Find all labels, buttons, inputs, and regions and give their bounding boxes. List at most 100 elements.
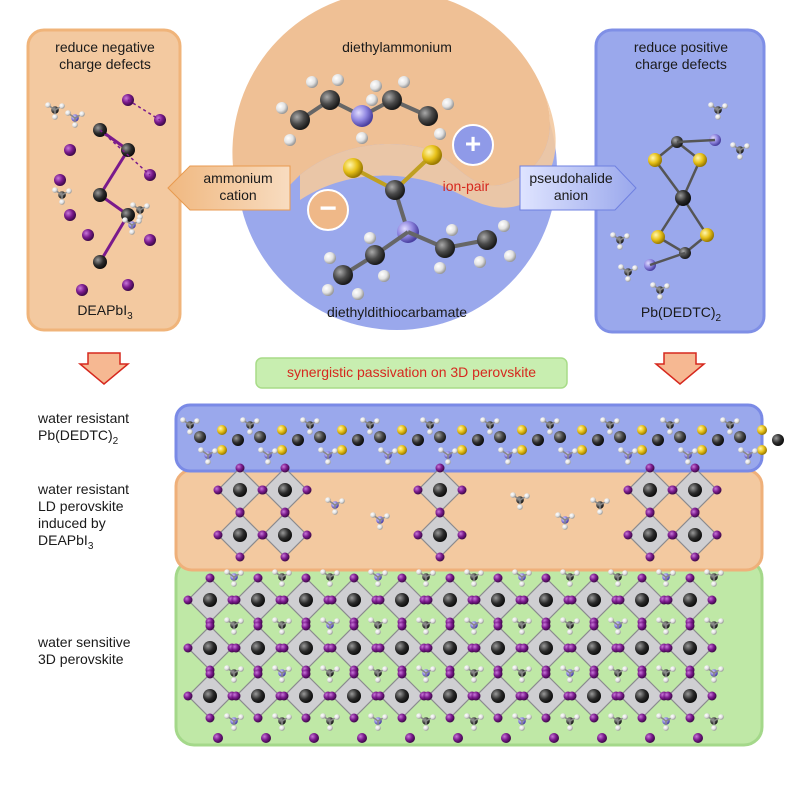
sulfur-atom bbox=[337, 425, 347, 435]
hydrogen-atom bbox=[727, 429, 733, 435]
iodide-atom bbox=[645, 508, 655, 518]
hydrogen-atom bbox=[715, 114, 721, 120]
iodide-atom bbox=[712, 485, 722, 495]
iodide-atom bbox=[623, 485, 633, 495]
hydrogen-atom bbox=[650, 282, 656, 288]
hydrogen-atom bbox=[524, 493, 530, 499]
hydrogen-atom bbox=[670, 714, 676, 720]
lead-atom bbox=[443, 641, 457, 655]
hydrogen-atom bbox=[66, 188, 72, 194]
hydrogen-atom bbox=[704, 617, 710, 623]
hydrogen-atom bbox=[608, 665, 614, 671]
hydrogen-atom bbox=[512, 713, 518, 719]
hydrogen-atom bbox=[384, 513, 390, 519]
iodide-atom bbox=[541, 713, 551, 723]
lead-atom bbox=[643, 528, 657, 542]
hydrogen-atom bbox=[526, 714, 532, 720]
carbon-atom bbox=[614, 431, 626, 443]
hydrogen-atom bbox=[670, 666, 676, 672]
lead-atom bbox=[299, 641, 313, 655]
iodide-atom bbox=[375, 595, 385, 605]
iodide-atom bbox=[423, 595, 433, 605]
lead-atom bbox=[278, 483, 292, 497]
lead-atom bbox=[251, 593, 265, 607]
hydrogen-atom bbox=[368, 617, 374, 623]
hydrogen-atom bbox=[52, 114, 58, 120]
hydrogen-atom bbox=[674, 418, 680, 424]
hydrogen-atom bbox=[622, 570, 628, 576]
hydrogen-atom bbox=[272, 713, 278, 719]
lead-atom bbox=[203, 641, 217, 655]
hydrogen-atom bbox=[136, 218, 142, 224]
hydrogen-atom bbox=[144, 203, 150, 209]
left-panel-title-line1: reduce negative bbox=[55, 39, 155, 55]
lead-atom bbox=[443, 689, 457, 703]
iodide-atom bbox=[213, 530, 223, 540]
hydrogen-atom bbox=[590, 497, 596, 503]
lead-atom bbox=[93, 255, 107, 269]
hydrogen-atom bbox=[420, 417, 426, 423]
iodide-atom bbox=[435, 463, 445, 473]
hydrogen-atom bbox=[560, 617, 566, 623]
hydrogen-atom bbox=[478, 618, 484, 624]
hydrogen-atom bbox=[52, 187, 58, 193]
iodide-atom bbox=[183, 643, 193, 653]
hydrogen-atom bbox=[327, 677, 333, 683]
sulfur-atom bbox=[217, 425, 227, 435]
sulfur-atom bbox=[697, 425, 707, 435]
hydrogen-atom bbox=[711, 677, 717, 683]
lead-atom bbox=[472, 434, 484, 446]
iodide-atom bbox=[349, 573, 359, 583]
ion-pair-label: ion-pair bbox=[442, 178, 490, 194]
iodide-atom bbox=[693, 733, 703, 743]
iodide-atom bbox=[213, 485, 223, 495]
iodide-atom bbox=[327, 643, 337, 653]
right-panel-title: reduce positive charge defects bbox=[598, 39, 764, 73]
lead-atom bbox=[683, 641, 697, 655]
lead-atom bbox=[491, 641, 505, 655]
hydrogen-atom bbox=[325, 459, 331, 465]
right-arrow-line1: pseudohalide bbox=[529, 170, 613, 186]
hydrogen-atom bbox=[300, 417, 306, 423]
molecule-graphics bbox=[45, 74, 784, 743]
bond bbox=[99, 129, 151, 176]
iodide-atom bbox=[567, 691, 577, 701]
hydrogen-atom bbox=[286, 714, 292, 720]
hydrogen-atom bbox=[663, 725, 669, 731]
hydrogen-atom bbox=[615, 629, 621, 635]
iodide-atom bbox=[231, 643, 241, 653]
hydrogen-atom bbox=[430, 570, 436, 576]
hydrogen-atom bbox=[555, 512, 561, 518]
hydrogen-atom bbox=[370, 512, 376, 518]
iodide-atom bbox=[519, 691, 529, 701]
lead-atom bbox=[643, 483, 657, 497]
hydrogen-atom bbox=[624, 233, 630, 239]
hydrogen-atom bbox=[519, 677, 525, 683]
nitrogen-atom bbox=[351, 105, 373, 127]
hydrogen-atom bbox=[560, 569, 566, 575]
carbon-atom bbox=[477, 230, 497, 250]
iodide-atom bbox=[205, 573, 215, 583]
lead-atom bbox=[203, 689, 217, 703]
iodide-atom bbox=[327, 691, 337, 701]
hydrogen-atom bbox=[198, 447, 204, 453]
iodide-atom bbox=[589, 713, 599, 723]
hydrogen-atom bbox=[254, 418, 260, 424]
hydrogen-atom bbox=[59, 199, 65, 205]
lead-atom bbox=[292, 434, 304, 446]
bottom-layer-line1: water sensitive bbox=[38, 634, 131, 650]
hydrogen-atom bbox=[610, 232, 616, 238]
carbon-atom bbox=[734, 431, 746, 443]
iodide-atom bbox=[690, 508, 700, 518]
hydrogen-atom bbox=[231, 725, 237, 731]
lead-atom bbox=[635, 641, 649, 655]
lead-atom bbox=[395, 689, 409, 703]
hydrogen-atom bbox=[471, 581, 477, 587]
hydrogen-atom bbox=[72, 122, 78, 128]
iodide-atom bbox=[615, 643, 625, 653]
hydrogen-atom bbox=[314, 418, 320, 424]
hydrogen-atom bbox=[224, 569, 230, 575]
left-panel-title: reduce negative charge defects bbox=[30, 39, 180, 73]
hydrogen-atom bbox=[382, 570, 388, 576]
bond bbox=[98, 149, 130, 196]
